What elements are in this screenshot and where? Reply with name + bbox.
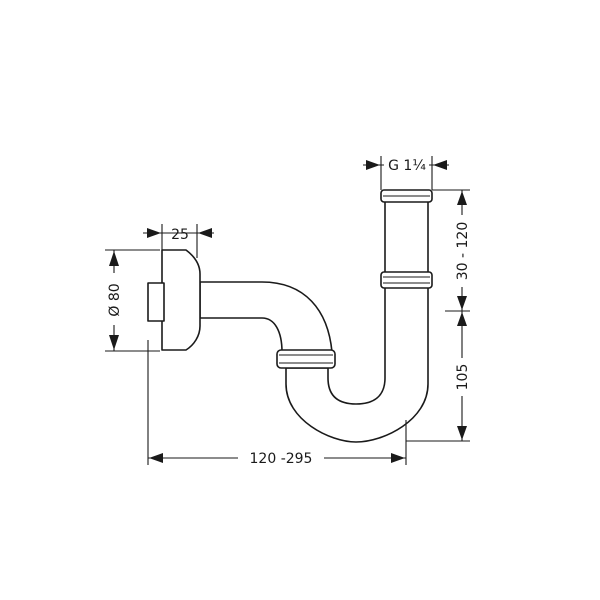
wall-outlet-pipe: [199, 281, 333, 353]
horizontal-reach-label: 120 -295: [250, 451, 313, 467]
vertical-tailpiece: [384, 197, 429, 275]
dimension-flange-depth: 25: [143, 224, 214, 258]
tailpiece-nut: [380, 271, 433, 289]
dimension-lower-height: 105: [406, 311, 472, 442]
trap-u-bend: [285, 286, 429, 443]
wall-rosette: [161, 249, 201, 351]
top-connection-nut: [380, 189, 433, 203]
dimension-horizontal-reach: 120 -295: [147, 340, 407, 467]
dimension-rosette-diameter: Ø 80: [104, 249, 160, 352]
thread-size-label: G 1¼: [388, 158, 426, 174]
dimension-thread-size: G 1¼: [363, 155, 449, 190]
upper-height-label: 30 - 120: [455, 222, 471, 281]
rosette-diameter-label: Ø 80: [107, 283, 123, 316]
dimension-upper-height: 30 - 120: [432, 189, 472, 312]
siphon-body: [147, 189, 433, 443]
trap-coupling-nut: [276, 349, 336, 369]
flange-depth-label: 25: [171, 227, 189, 243]
lower-height-label: 105: [455, 364, 471, 391]
wall-rosette-hub: [147, 282, 165, 322]
